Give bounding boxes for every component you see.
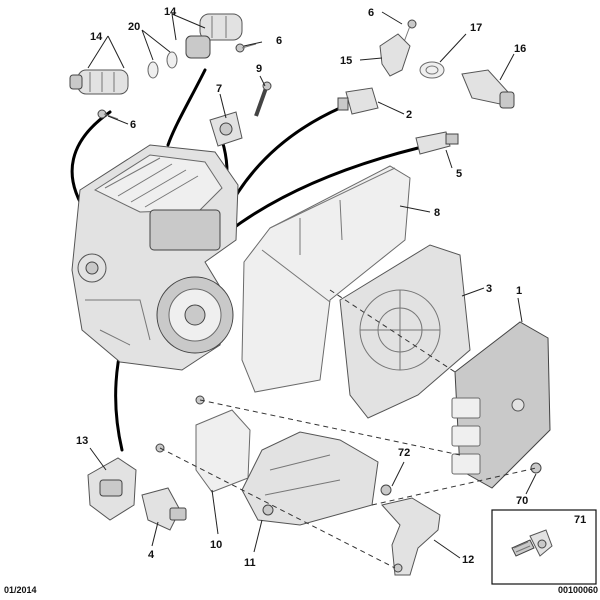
callout-8: 8 — [434, 207, 440, 219]
part-11-bracket — [241, 431, 379, 526]
diagram-reference: 00100060 — [557, 585, 598, 595]
callout-70: 70 — [516, 495, 528, 507]
part-1-ecu — [451, 321, 551, 489]
part-6-bolt-center — [235, 43, 257, 53]
callout-6-top: 6 — [368, 7, 374, 19]
part-15-bracket — [379, 33, 411, 77]
callout-17: 17 — [470, 22, 482, 34]
callout-labels: 14 20 14 6 6 7 9 2 5 6 15 17 16 8 3 1 70… — [76, 6, 528, 569]
callout-15: 15 — [340, 55, 352, 67]
part-6-bolt-left — [97, 109, 119, 120]
diagram-date: 01/2014 — [4, 585, 37, 595]
callout-20: 20 — [128, 21, 140, 33]
part-12-bracket — [381, 497, 441, 576]
part-14-solenoid-right — [185, 13, 243, 59]
part-16-pressure-sensor — [461, 69, 515, 109]
callout-14-right: 14 — [164, 6, 177, 18]
callout-1: 1 — [516, 285, 522, 297]
part-70-nut — [530, 462, 542, 474]
callout-7: 7 — [216, 83, 222, 95]
callout-6-center: 6 — [276, 35, 282, 47]
callout-10: 10 — [210, 539, 222, 551]
part-9-bolt — [254, 81, 272, 117]
callout-6-left: 6 — [130, 119, 136, 131]
part-10-module — [155, 395, 251, 493]
part-3-ecu-tray — [339, 244, 471, 419]
callout-13: 13 — [76, 435, 88, 447]
part-2-sensor — [337, 87, 379, 115]
part-6-bolt-top — [403, 19, 417, 43]
callout-14-left: 14 — [90, 31, 103, 43]
part-20-o-rings — [147, 51, 178, 79]
callout-9: 9 — [256, 63, 262, 75]
callout-71: 71 — [574, 514, 586, 526]
assembly-lines — [159, 289, 537, 569]
part-13-actuator — [87, 457, 137, 521]
callout-12: 12 — [462, 554, 474, 566]
callout-4: 4 — [148, 549, 155, 561]
engine-assembly — [71, 144, 239, 371]
callout-16: 16 — [514, 43, 526, 55]
part-17-clip — [419, 61, 445, 79]
leader-lines — [87, 11, 537, 559]
callout-11: 11 — [244, 557, 256, 569]
callout-5: 5 — [456, 168, 462, 180]
part-5-temperature-sensor — [415, 131, 459, 155]
callout-72: 72 — [398, 447, 410, 459]
part-72-nut — [380, 484, 392, 496]
inset-part-71: 71 — [491, 509, 597, 585]
part-8-ecu-cover — [241, 165, 411, 393]
part-14-solenoid-left — [69, 69, 129, 95]
part-71-stud — [511, 529, 553, 557]
part-4-sensor — [141, 487, 187, 531]
callout-2: 2 — [406, 109, 412, 121]
part-7-sensor — [209, 111, 243, 147]
callout-3: 3 — [486, 283, 492, 295]
